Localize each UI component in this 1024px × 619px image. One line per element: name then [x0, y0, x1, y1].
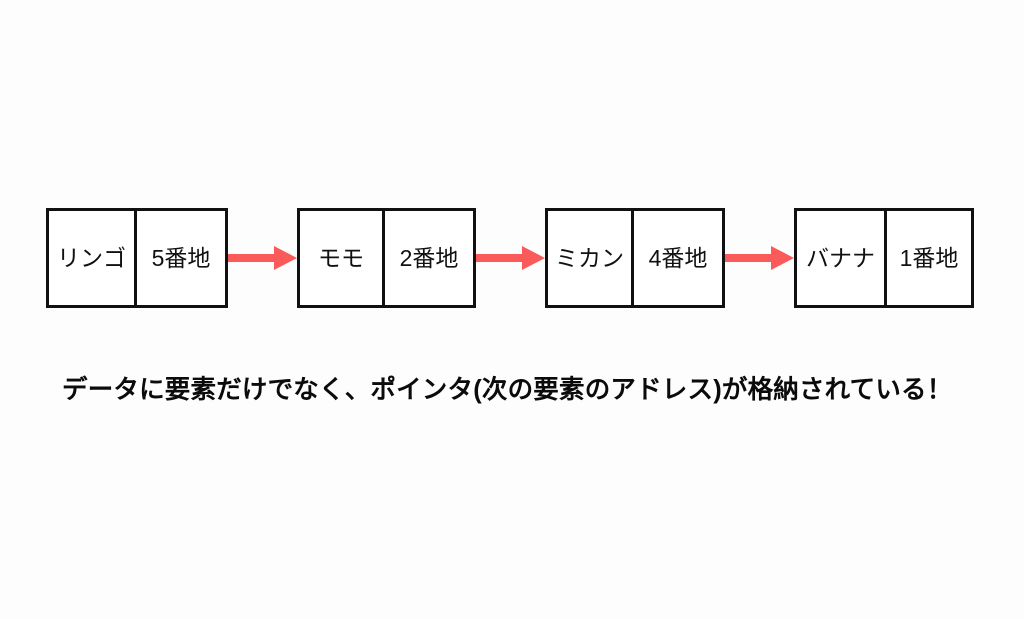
node-1-data-cell: モモ [300, 211, 385, 305]
node-2-data-cell: ミカン [548, 211, 634, 305]
list-node-1: モモ 2番地 [297, 208, 476, 308]
node-3-pointer-cell: 1番地 [899, 244, 959, 271]
node-0-data-cell: リンゴ [49, 211, 137, 305]
arrow-node-1-to-node-2 [476, 208, 545, 308]
node-2-pointer-cell: 4番地 [648, 244, 708, 271]
arrow-node-0-to-node-1 [228, 208, 297, 308]
list-node-2: ミカン 4番地 [545, 208, 725, 308]
list-node-3: バナナ 1番地 [794, 208, 974, 308]
node-chain: リンゴ 5番地 モモ 2番地 ミカン 4番地 [46, 208, 974, 308]
diagram-caption: データに要素だけでなく、ポインタ(次の要素のアドレス)が格納されている！ [62, 376, 953, 404]
list-node-0: リンゴ 5番地 [46, 208, 228, 308]
node-1-pointer-cell: 2番地 [399, 244, 459, 271]
arrow-node-2-to-node-3 [725, 208, 794, 308]
node-0-pointer-cell: 5番地 [151, 244, 211, 271]
node-3-data-cell: バナナ [797, 211, 887, 305]
